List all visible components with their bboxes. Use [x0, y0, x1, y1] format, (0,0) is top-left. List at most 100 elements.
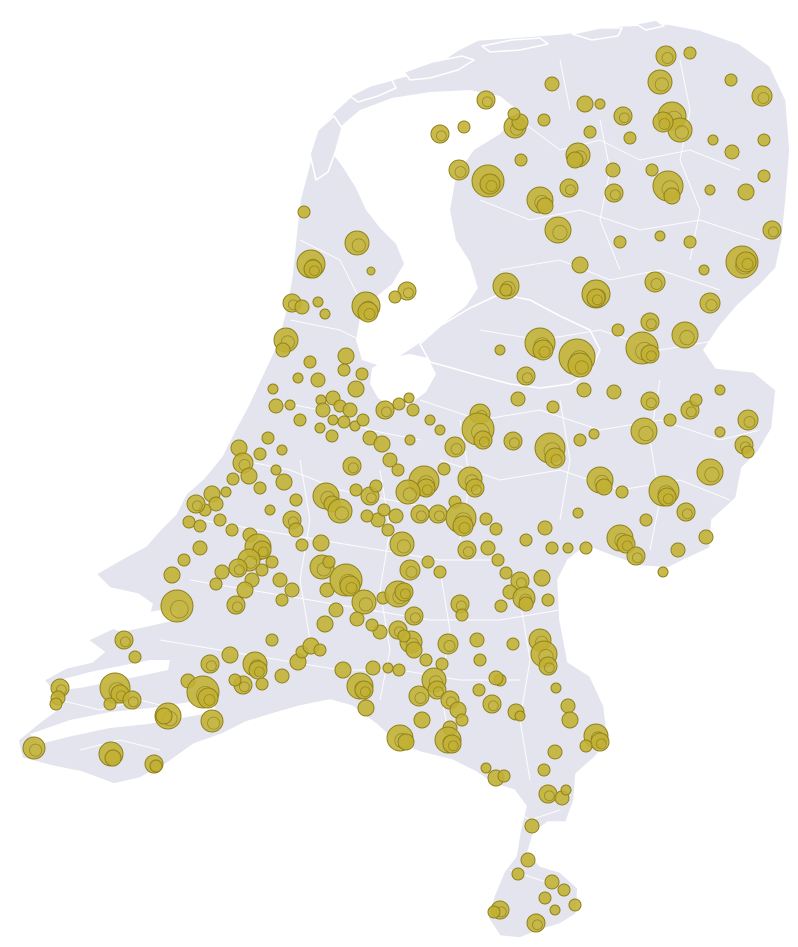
bubble-marker[interactable]	[228, 673, 242, 687]
bubble-marker[interactable]	[303, 259, 323, 279]
bubble-marker[interactable]	[339, 575, 361, 597]
bubble-marker[interactable]	[469, 632, 485, 648]
bubble-marker[interactable]	[524, 818, 540, 834]
bubble-marker[interactable]	[200, 654, 220, 674]
bubble-marker[interactable]	[576, 382, 592, 398]
bubble-marker[interactable]	[640, 391, 660, 411]
bubble-marker[interactable]	[519, 533, 533, 547]
bubble-marker[interactable]	[375, 400, 395, 420]
bubble-marker[interactable]	[292, 372, 304, 384]
bubble-marker[interactable]	[537, 763, 551, 777]
bubble-marker[interactable]	[497, 769, 511, 783]
bubble-marker[interactable]	[395, 479, 421, 505]
bubble-marker[interactable]	[514, 710, 526, 722]
bubble-marker[interactable]	[288, 522, 304, 538]
bubble-marker[interactable]	[514, 153, 528, 167]
bubble-marker[interactable]	[392, 663, 406, 677]
bubble-marker[interactable]	[657, 487, 677, 507]
bubble-marker[interactable]	[421, 555, 435, 569]
bubble-marker[interactable]	[537, 520, 553, 536]
bubble-marker[interactable]	[549, 904, 561, 916]
bubble-marker[interactable]	[365, 618, 379, 632]
bubble-marker[interactable]	[762, 220, 782, 240]
bubble-marker[interactable]	[670, 542, 686, 558]
bubble-marker[interactable]	[253, 447, 267, 461]
bubble-marker[interactable]	[473, 653, 487, 667]
bubble-marker[interactable]	[424, 414, 436, 426]
bubble-marker[interactable]	[267, 383, 279, 395]
bubble-marker[interactable]	[182, 515, 196, 529]
bubble-marker[interactable]	[337, 347, 355, 365]
bubble-marker[interactable]	[699, 292, 721, 314]
bubble-marker[interactable]	[315, 402, 331, 418]
bubble-marker[interactable]	[208, 496, 224, 512]
bubble-marker[interactable]	[573, 433, 587, 447]
bubble-marker[interactable]	[357, 699, 375, 717]
bubble-marker[interactable]	[255, 563, 269, 577]
bubble-marker[interactable]	[265, 633, 279, 647]
bubble-marker[interactable]	[480, 762, 492, 774]
bubble-marker[interactable]	[562, 542, 574, 554]
bubble-marker[interactable]	[595, 478, 613, 496]
bubble-marker[interactable]	[276, 444, 288, 456]
bubble-marker[interactable]	[295, 538, 309, 552]
bubble-marker[interactable]	[382, 452, 398, 468]
bubble-marker[interactable]	[342, 402, 358, 418]
bubble-marker[interactable]	[676, 502, 696, 522]
bubble-marker[interactable]	[640, 312, 660, 332]
bubble-marker[interactable]	[344, 230, 370, 256]
bubble-marker[interactable]	[594, 98, 606, 110]
bubble-marker[interactable]	[388, 290, 402, 304]
bubble-marker[interactable]	[255, 677, 269, 691]
bubble-marker[interactable]	[457, 120, 471, 134]
bubble-marker[interactable]	[579, 541, 593, 555]
bubble-marker[interactable]	[349, 611, 365, 627]
bubble-marker[interactable]	[404, 606, 424, 626]
bubble-marker[interactable]	[149, 759, 163, 773]
bubble-marker[interactable]	[122, 690, 142, 710]
bubble-marker[interactable]	[327, 498, 353, 524]
bubble-marker[interactable]	[507, 107, 521, 121]
bubble-marker[interactable]	[349, 483, 363, 497]
bubble-marker[interactable]	[683, 235, 697, 249]
bubble-marker[interactable]	[613, 235, 627, 249]
bubble-marker[interactable]	[560, 784, 572, 796]
bubble-marker[interactable]	[160, 589, 194, 623]
bubble-marker[interactable]	[337, 415, 351, 429]
bubble-marker[interactable]	[537, 113, 551, 127]
bubble-marker[interactable]	[579, 739, 593, 753]
bubble-marker[interactable]	[186, 494, 206, 514]
bubble-marker[interactable]	[366, 266, 376, 276]
bubble-marker[interactable]	[397, 733, 415, 751]
bubble-marker[interactable]	[397, 281, 417, 301]
bubble-marker[interactable]	[472, 683, 486, 697]
bubble-marker[interactable]	[226, 472, 240, 486]
bubble-marker[interactable]	[377, 503, 391, 517]
bubble-marker[interactable]	[155, 707, 173, 725]
bubble-marker[interactable]	[724, 144, 740, 160]
bubble-marker[interactable]	[735, 251, 757, 273]
bubble-marker[interactable]	[313, 643, 327, 657]
bubble-marker[interactable]	[479, 173, 501, 195]
bubble-marker[interactable]	[533, 569, 551, 587]
bubble-marker[interactable]	[557, 883, 571, 897]
bubble-marker[interactable]	[270, 464, 282, 476]
bubble-marker[interactable]	[623, 131, 637, 145]
bubble-marker[interactable]	[272, 572, 288, 588]
bubble-marker[interactable]	[465, 478, 485, 498]
bubble-marker[interactable]	[698, 529, 714, 545]
bubble-marker[interactable]	[645, 163, 659, 177]
bubble-marker[interactable]	[455, 608, 469, 622]
bubble-marker[interactable]	[337, 363, 351, 377]
bubble-marker[interactable]	[197, 687, 219, 709]
bubble-marker[interactable]	[488, 670, 504, 686]
bubble-marker[interactable]	[342, 456, 362, 476]
bubble-marker[interactable]	[349, 420, 361, 432]
bubble-marker[interactable]	[544, 447, 566, 469]
bubble-marker[interactable]	[163, 566, 181, 584]
bubble-marker[interactable]	[536, 197, 554, 215]
bubble-marker[interactable]	[221, 646, 239, 664]
bubble-marker[interactable]	[289, 493, 303, 507]
bubble-marker[interactable]	[741, 445, 755, 459]
bubble-marker[interactable]	[560, 698, 576, 714]
